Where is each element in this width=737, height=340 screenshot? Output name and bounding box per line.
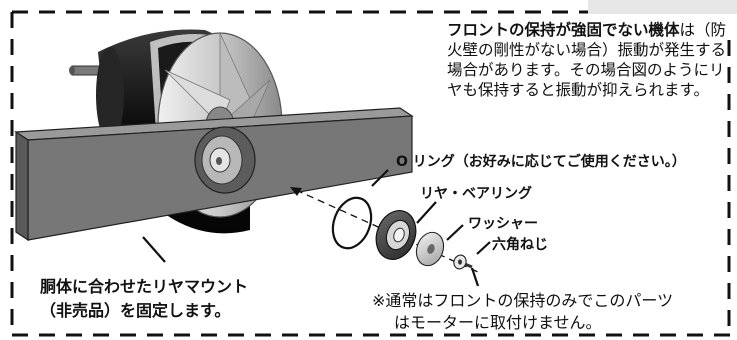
washer-label: ワッシャー [468,216,538,232]
leader-lines [142,169,491,287]
note-body: は（防火壁の剛性がない場合）振動が発生する場合があります。その場合図のようにリヤ… [447,21,727,99]
hex-screw [453,254,473,270]
dashed-border [10,10,737,337]
motor-shaft [69,65,101,76]
rear-bearing-label: リヤ・ベアリング [420,186,532,202]
normal-use-caption: ※通常はフロントの保持のみでこのパーツ はモーターに取付けません。 [372,290,673,334]
rear-bearing [375,210,417,260]
o-ring-label: O リング（お好みに応じてご使用ください。） [396,154,686,170]
rear-mount-caption-line1: 胴体に合わせたリヤマウント [40,277,249,296]
note-title: フロントの保持が強固でない機体 [447,21,680,39]
normal-use-caption-line2: はモーターに取付けません。 [394,313,602,332]
axis-arrowhead [290,187,302,196]
rear-mount-caption-line2: （非売品）を固定します。 [40,301,231,320]
hex-screw-label: 六角ねじ [492,237,548,253]
gray-tab [588,0,737,14]
normal-use-caption-line1: ※通常はフロントの保持のみでこのパーツ [372,291,674,310]
rear-mount-plate [14,107,414,242]
washer [415,231,445,267]
rear-mount-caption: 胴体に合わせたリヤマウント （非売品）を固定します。 [40,275,248,323]
note-text-block: フロントの保持が強固でない機体は（防火壁の剛性がない場合）振動が発生する場合があ… [447,20,732,100]
o-ring [331,196,373,250]
